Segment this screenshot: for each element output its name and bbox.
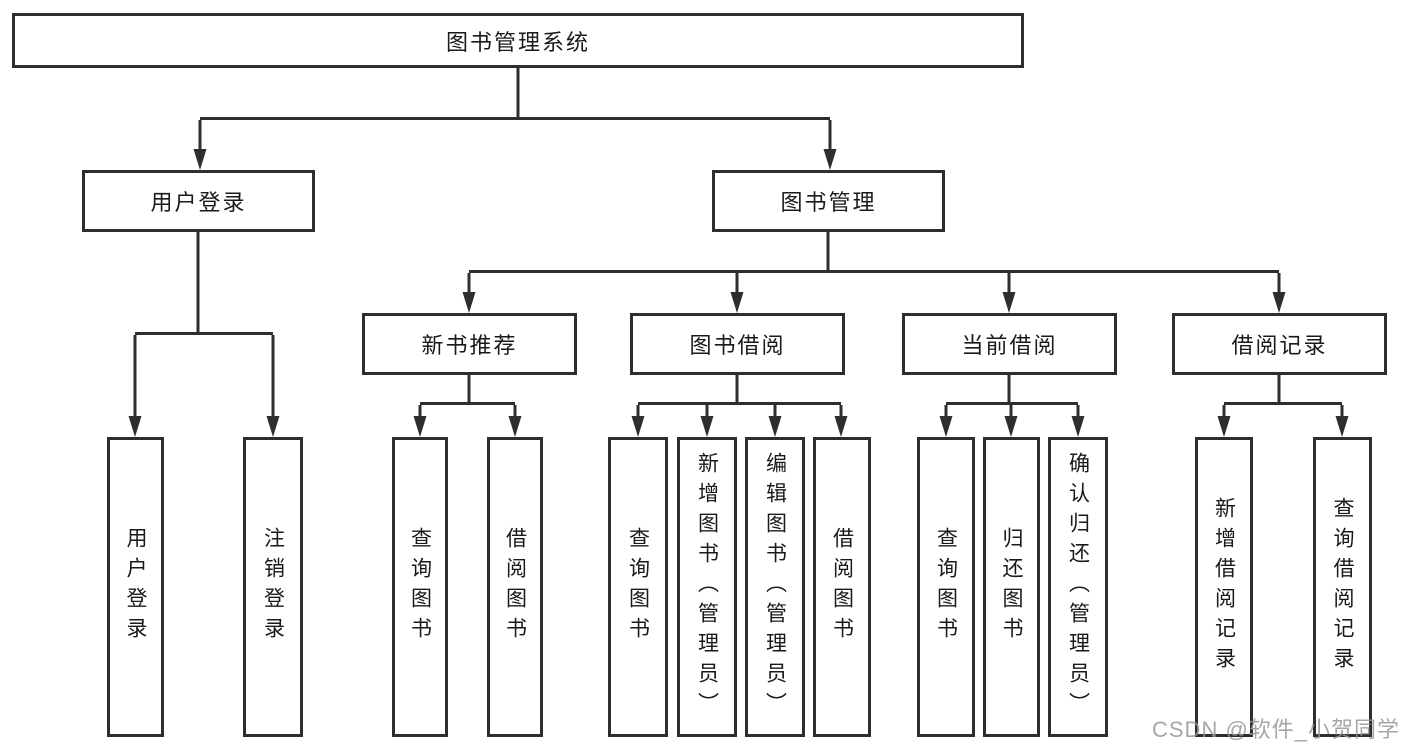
node-new-book-recommend: 新书推荐 [362, 313, 577, 375]
node-label: 用户登录 [150, 190, 247, 215]
node-book-borrowing: 图书借阅 [630, 313, 845, 375]
node-current-borrowing: 当前借阅 [902, 313, 1117, 375]
leaf-add-borrow-record: 新增借阅记录 [1195, 437, 1253, 737]
node-book-management: 图书管理 [712, 170, 945, 232]
node-user-login: 用户登录 [82, 170, 315, 232]
leaf-label: 注销登录 [261, 527, 285, 647]
node-label: 图书管理系统 [445, 29, 590, 55]
leaf-label: 借阅图书 [503, 527, 527, 647]
node-label: 图书管理 [780, 190, 877, 215]
leaf-label: 归还图书 [1000, 527, 1023, 647]
arrowheads [128, 149, 1349, 437]
leaf-label: 查询图书 [408, 527, 432, 647]
leaf-query-books: 查询图书 [917, 437, 975, 737]
leaf-label: 查询借阅记录 [1331, 497, 1354, 677]
node-label: 借阅记录 [1231, 333, 1328, 358]
leaf-query-borrow-record: 查询借阅记录 [1313, 437, 1372, 737]
leaf-confirm-return-admin: 确认归还（管理员） [1048, 437, 1108, 737]
leaf-label: 查询图书 [626, 527, 650, 647]
leaf-add-books-admin: 新增图书（管理员） [677, 437, 737, 737]
node-library-management-system: 图书管理系统 [12, 13, 1024, 68]
node-borrowing-records: 借阅记录 [1172, 313, 1387, 375]
leaf-label: 查询图书 [934, 527, 958, 647]
leaf-label: 用户登录 [124, 527, 147, 647]
leaf-borrow-books: 借阅图书 [487, 437, 543, 737]
leaf-logout: 注销登录 [243, 437, 303, 737]
leaf-return-books: 归还图书 [983, 437, 1040, 737]
leaf-borrow-books: 借阅图书 [813, 437, 871, 737]
leaf-edit-books-admin: 编辑图书（管理员） [745, 437, 805, 737]
leaf-label: 新增借阅记录 [1212, 497, 1236, 677]
leaf-label: 编辑图书（管理员） [763, 452, 787, 722]
leaf-query-books: 查询图书 [608, 437, 668, 737]
node-label: 当前借阅 [961, 333, 1058, 358]
node-label: 图书借阅 [689, 333, 786, 358]
leaf-query-books: 查询图书 [392, 437, 448, 737]
node-label: 新书推荐 [421, 333, 518, 358]
leaf-label: 确认归还（管理员） [1066, 452, 1090, 722]
leaf-label: 新增图书（管理员） [695, 452, 719, 722]
csdn-watermark: CSDN @软件_小贺同学 [1152, 717, 1401, 742]
leaf-label: 借阅图书 [830, 527, 854, 647]
leaf-user-login: 用户登录 [107, 437, 164, 737]
